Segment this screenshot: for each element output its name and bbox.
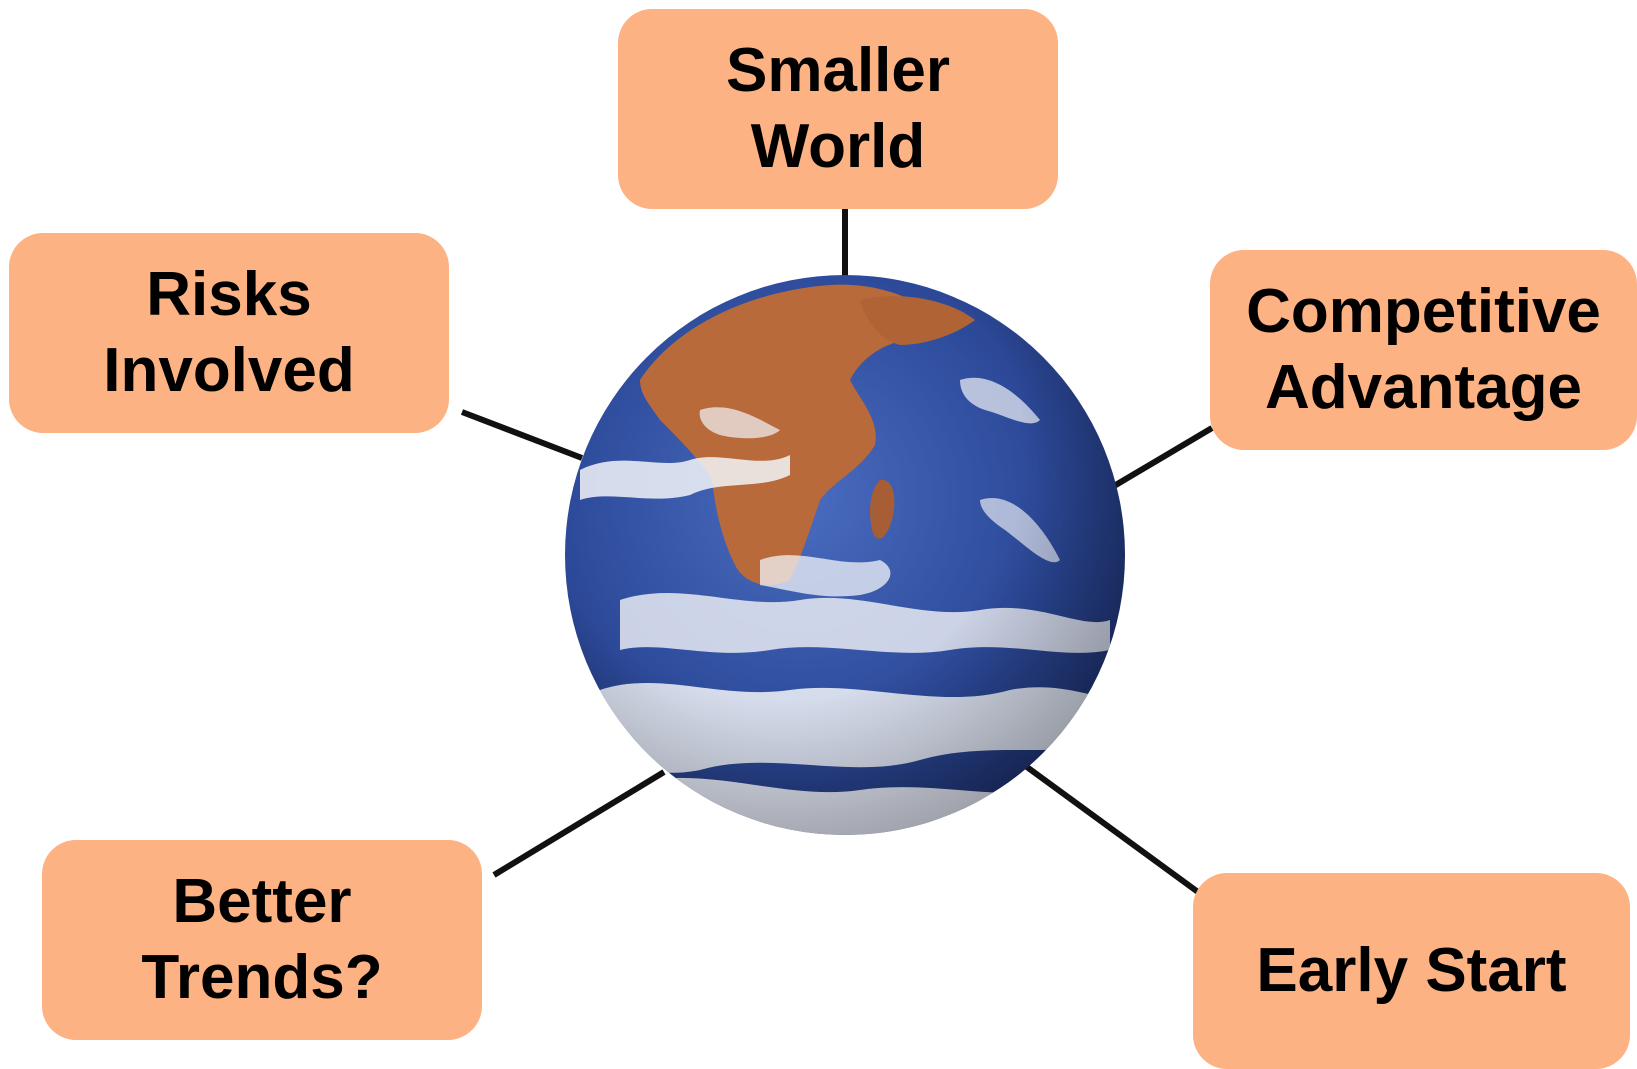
node-label: Better Trends? [141, 867, 383, 1012]
node-label: Risks Involved [103, 260, 355, 405]
node-competitive-advantage: Competitive Advantage [1210, 250, 1637, 450]
node-label: Competitive Advantage [1246, 277, 1601, 422]
connector-better-trends [492, 769, 666, 878]
node-label: Early Start [1256, 936, 1567, 1005]
node-risks-involved: Risks Involved [9, 233, 449, 433]
node-early-start: Early Start [1193, 873, 1630, 1069]
connector-risks-involved [460, 409, 584, 461]
node-smaller-world: Smaller World [618, 9, 1058, 209]
connector-competitive-advantage [1112, 425, 1214, 489]
node-better-trends: Better Trends? [42, 840, 482, 1040]
connector-early-start [1018, 759, 1200, 895]
node-label: Smaller World [725, 36, 951, 181]
earth-globe-icon [565, 275, 1125, 835]
